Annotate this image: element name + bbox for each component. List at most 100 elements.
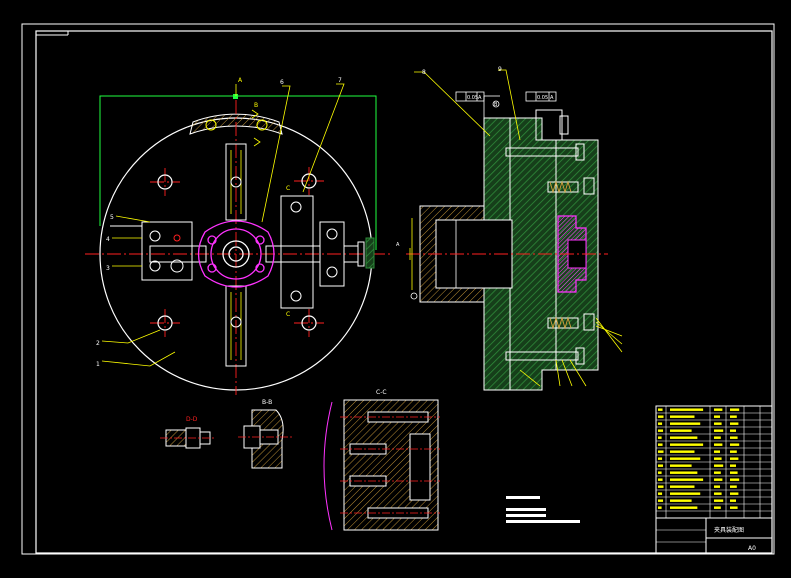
side-section-view: 0.05 A 0.05 A B A 8 9 xyxy=(396,66,623,391)
hub-bore xyxy=(222,240,250,268)
parts-list-cell-text xyxy=(730,415,737,418)
parts-list-cell-text xyxy=(658,506,662,509)
parts-list-cell-text xyxy=(658,499,664,502)
fcf-box-right xyxy=(525,91,557,102)
parts-list-cell-text xyxy=(714,457,722,460)
callout-6: 6 xyxy=(280,79,284,86)
hub-outer-ring xyxy=(210,228,262,280)
parts-list-cell-text xyxy=(714,422,722,425)
parts-list-cell-text xyxy=(730,485,737,488)
parts-list-cell-text xyxy=(714,471,721,474)
mounting-hole xyxy=(301,173,317,189)
parts-list-cell-text xyxy=(714,450,720,453)
section-d-d: D-D xyxy=(160,416,214,449)
jaw-arm-left xyxy=(149,245,207,263)
jaw-screw xyxy=(230,316,242,328)
title-block: 夹具装配图 A0 xyxy=(655,405,773,555)
section-mark-a: A xyxy=(238,77,243,84)
section-b-label: B-B xyxy=(262,399,272,406)
parts-list-cell-text xyxy=(670,408,704,411)
parts-list-cell-text xyxy=(714,436,721,439)
parts-list-cell-text xyxy=(658,415,664,418)
dimension-marker xyxy=(233,94,238,99)
parts-list-cell-text xyxy=(714,478,723,481)
parts-list-cell-text xyxy=(658,422,663,425)
bolt xyxy=(505,147,579,157)
hub-bolt xyxy=(207,235,217,245)
datum-a-label: A xyxy=(396,242,400,248)
parts-list-cell-text xyxy=(658,478,663,481)
parts-list-cell-text xyxy=(730,492,739,495)
parts-list-cell-text xyxy=(714,506,721,509)
parts-list-cell-text xyxy=(714,464,724,467)
spring xyxy=(547,181,579,193)
outer-border xyxy=(21,23,775,555)
datum-b-label: B xyxy=(494,102,498,108)
hub-bolt xyxy=(207,263,217,273)
arc-slot-bolt xyxy=(256,119,268,131)
parts-list-cell-text xyxy=(670,492,701,495)
parts-list-cell-text xyxy=(730,478,740,481)
parts-list-cell-text xyxy=(658,436,662,439)
clamp-screw-head xyxy=(357,241,365,267)
callout-4: 4 xyxy=(106,236,110,243)
fcf-left-value: 0.05 xyxy=(467,95,478,101)
parts-list-cell-text xyxy=(714,485,720,488)
sheet-size: A0 xyxy=(748,545,756,552)
section-mark-c-top: C xyxy=(286,185,290,192)
parts-list-cell-text xyxy=(658,471,662,474)
section-b-b: B-B xyxy=(238,399,294,469)
left-clamp-block xyxy=(141,221,193,281)
parts-list-cell-text xyxy=(670,415,695,418)
parts-list-cell-text xyxy=(714,408,723,411)
drawing-title: 夹具装配图 xyxy=(714,526,744,534)
parts-list-cell-text xyxy=(670,436,698,439)
callout-7: 7 xyxy=(338,77,342,84)
parts-list-cell-text xyxy=(658,450,664,453)
parts-list-cell-text xyxy=(730,429,736,432)
section-c-label: C-C xyxy=(376,389,387,396)
title-block-frame xyxy=(655,405,773,555)
parts-list-cell-text xyxy=(714,499,724,502)
section-mark-c-bottom: C xyxy=(286,311,290,318)
parts-list-cell-text xyxy=(714,443,723,446)
hub-bolt xyxy=(255,263,265,273)
parts-list-cell-text xyxy=(670,429,692,432)
parts-list-cell-text xyxy=(670,450,695,453)
parts-list-cell-text xyxy=(670,471,698,474)
parts-list-cell-text xyxy=(730,450,737,453)
parts-list-cell-text xyxy=(714,492,722,495)
clamp-knob xyxy=(365,237,375,269)
mounting-hole xyxy=(301,315,317,331)
bolt xyxy=(505,351,579,361)
parts-list-cell-text xyxy=(658,408,663,411)
callout-1: 1 xyxy=(96,361,100,368)
parts-list-cell-text xyxy=(730,506,738,509)
callout-3: 3 xyxy=(106,265,110,272)
inner-border xyxy=(35,30,773,554)
section-d-label: D-D xyxy=(186,416,198,423)
parts-list-cell-text xyxy=(730,499,736,502)
parts-list-cell-text xyxy=(670,499,692,502)
parts-list-cell-text xyxy=(658,464,664,467)
parts-list-cell-text xyxy=(670,443,704,446)
fcf-right-value: 0.05 xyxy=(537,95,548,101)
parts-list-cell-text xyxy=(730,457,739,460)
jaw-screw xyxy=(230,176,242,188)
parts-list-cell-text xyxy=(730,443,740,446)
parts-list-cell-text xyxy=(730,408,740,411)
parts-list-cell-text xyxy=(658,485,664,488)
right-clamp-block xyxy=(280,195,314,309)
datum-b-symbol xyxy=(492,100,500,108)
mounting-hole xyxy=(157,315,173,331)
parts-list-cell-text xyxy=(670,464,692,467)
parts-list-cell-text xyxy=(714,429,724,432)
parts-list-cell-text xyxy=(670,506,698,509)
callout-2: 2 xyxy=(96,340,100,347)
technical-notes xyxy=(506,496,580,523)
spring xyxy=(547,317,579,329)
parts-list-cell-text xyxy=(730,471,738,474)
parts-list xyxy=(655,405,773,519)
parts-list-cell-text xyxy=(658,443,663,446)
